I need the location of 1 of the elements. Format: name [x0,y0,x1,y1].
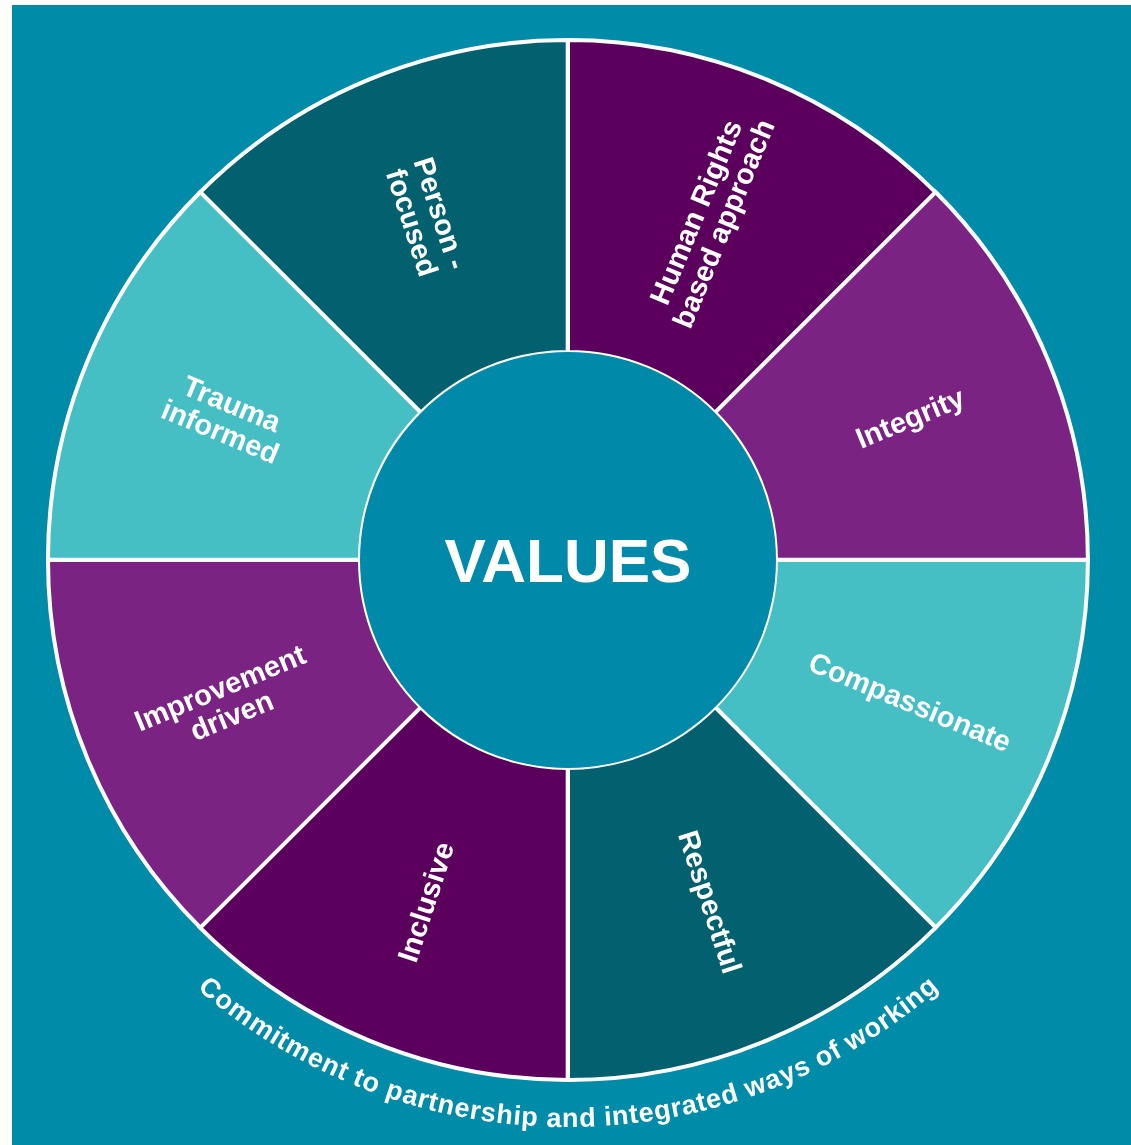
center-title: VALUES [444,524,692,596]
